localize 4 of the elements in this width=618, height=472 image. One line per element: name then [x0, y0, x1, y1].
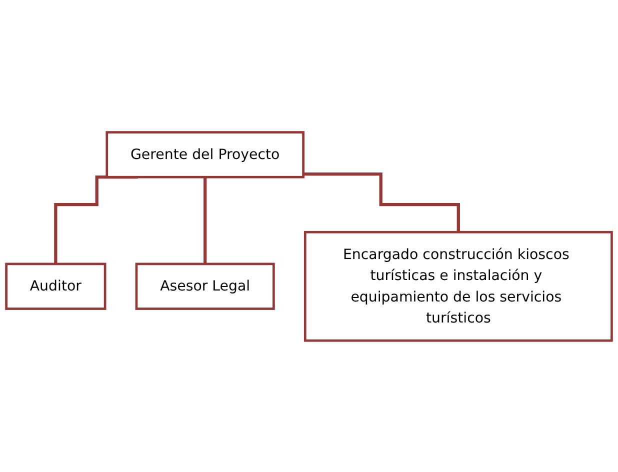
node-box: Asesor Legal — [135, 262, 275, 310]
node-box: Auditor — [5, 262, 106, 310]
node-box: Encargado construcción kioscos turísticas e instalación y equipamiento de los servicios turísticos — [304, 230, 613, 342]
node-box: Gerente del Proyecto — [106, 130, 304, 178]
